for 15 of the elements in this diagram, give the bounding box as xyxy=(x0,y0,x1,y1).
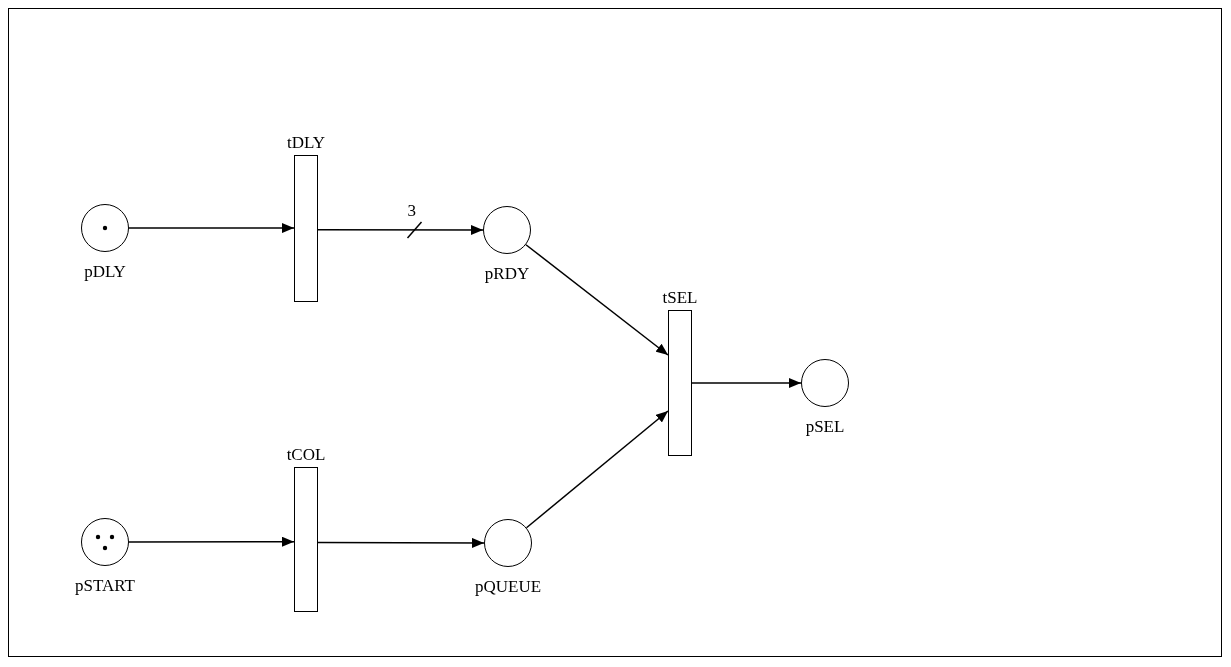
node-label: pSEL xyxy=(805,417,845,437)
node-label: pRDY xyxy=(484,264,530,284)
arc-arrow xyxy=(128,536,295,547)
node-label: pSTART xyxy=(75,576,135,596)
node-label: tCOL xyxy=(286,445,326,465)
arc-arrow xyxy=(525,410,669,529)
arc-arrow xyxy=(128,223,295,234)
arc-arrow xyxy=(525,243,669,356)
node-label: pQUEUE xyxy=(474,577,542,597)
node-label: tSEL xyxy=(662,288,698,308)
arc-arrow xyxy=(317,224,484,235)
arc-arrow xyxy=(691,378,802,388)
arc-arrow xyxy=(317,537,485,548)
node-label: tDLY xyxy=(287,133,325,153)
node-label: pDLY xyxy=(84,262,126,282)
